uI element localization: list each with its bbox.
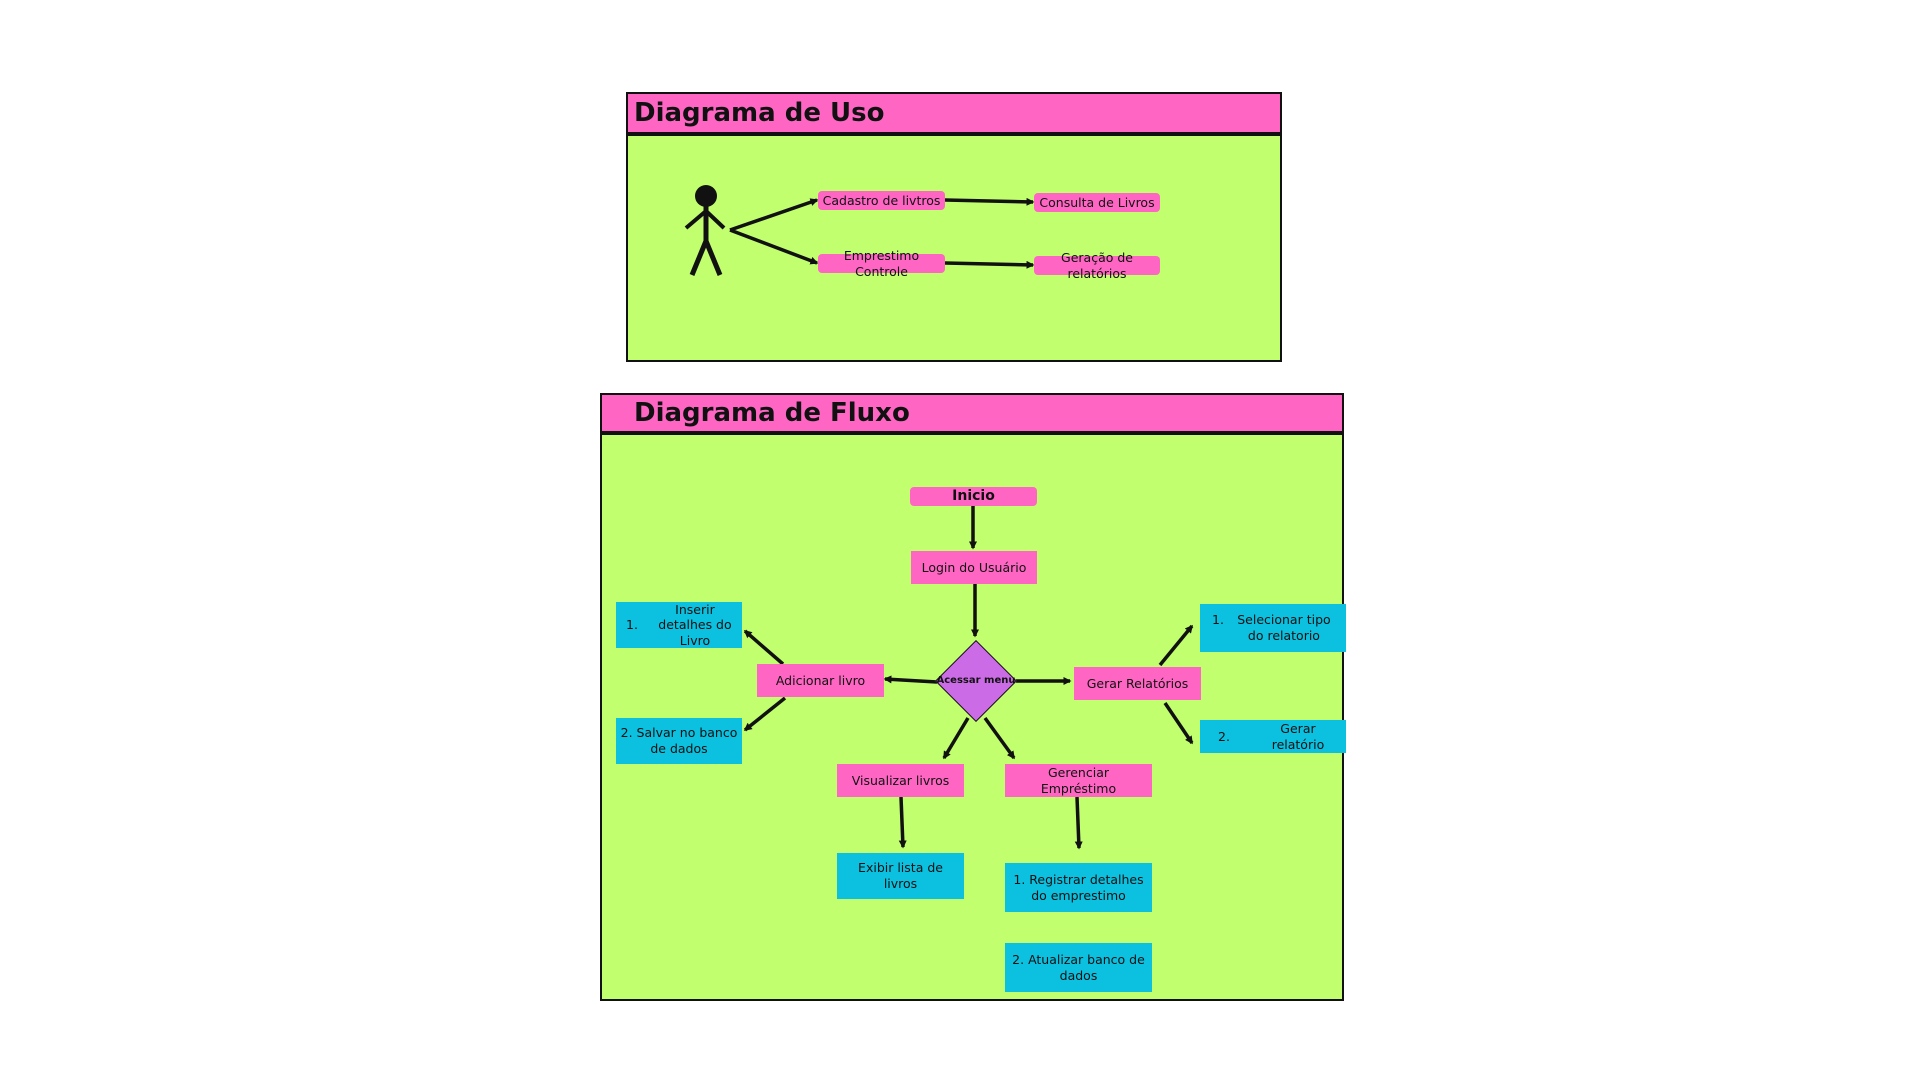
flow-add-step-1-text: Inserir detalhes do Livro [658,601,732,648]
flow-loan-step-2[interactable]: 2. Atualizar banco de dados [1005,943,1152,992]
flow-add-step-2[interactable]: 2. Salvar no banco de dados [616,718,742,764]
flow-reports-node[interactable]: Gerar Relatórios [1074,667,1201,700]
flow-loan-step-1[interactable]: 1. Registrar detalhes do emprestimo [1005,863,1152,912]
use-case-geracao[interactable]: Geração de relatórios [1034,250,1160,281]
flow-add-step-1[interactable]: 1. Inserir detalhes do Livro [616,602,742,648]
flow-report-step-2[interactable]: 2. Gerar relatório [1200,720,1346,753]
flow-login-node[interactable]: Login do Usuário [911,551,1037,584]
flow-report-step-1-number: 1. [1212,612,1224,627]
flow-start-node[interactable]: Inicio [910,487,1037,506]
flow-add-step-1-number: 1. [626,617,638,633]
flow-manage-loans-node[interactable]: Gerenciar Empréstimo [1005,764,1152,797]
flow-show-list-node[interactable]: Exibir lista de livros [837,853,964,899]
use-diagram-header: Diagrama de Uso [626,92,1282,134]
use-case-cadastro[interactable]: Cadastro de livtros [818,191,945,210]
use-case-emprestimo[interactable]: Emprestimo Controle [818,248,945,279]
flow-diagram-title: Diagrama de Fluxo [634,398,910,428]
flow-menu-label: Acessar menu [936,675,1016,686]
use-case-consulta[interactable]: Consulta de Livros [1034,193,1160,212]
actor-icon [684,185,726,276]
flow-report-step-2-number: 2. [1218,728,1230,744]
flow-report-step-1-text: Selecionar tipo do relatorio [1237,612,1331,643]
use-diagram-title: Diagrama de Uso [634,98,885,128]
flow-report-step-2-text: Gerar relatório [1271,720,1325,752]
flow-diagram-header: Diagrama de Fluxo [600,393,1344,433]
flow-report-step-1[interactable]: 1. Selecionar tipo do relatorio [1200,604,1346,652]
flow-add-book-node[interactable]: Adicionar livro [757,664,884,697]
flow-view-books-node[interactable]: Visualizar livros [837,764,964,797]
